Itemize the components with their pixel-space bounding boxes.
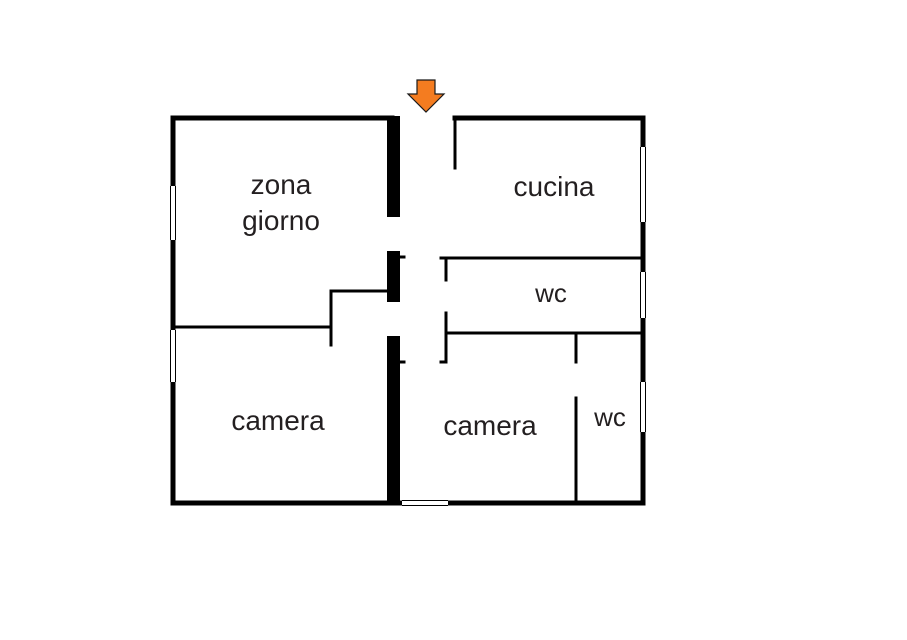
thick-wall-middle [387,251,400,302]
room-label-camera-2: camera [443,410,537,441]
room-label-cucina: cucina [514,171,595,202]
central-walls [387,116,406,505]
room-label-wc-1: wc [534,278,567,308]
room-label-camera-1: camera [231,405,325,436]
window-left-upper [170,186,177,240]
interior-walls [171,116,645,505]
windows [170,147,647,507]
thick-wall-top [387,116,400,217]
window-left-lower [170,330,177,382]
thick-wall-bottom [387,336,400,505]
room-label-zona-giorno-line-2: giorno [242,205,320,236]
window-right-wc-1 [640,272,647,318]
room-label-wc-2: wc [593,402,626,432]
window-right-wc-2 [640,382,647,432]
window-bottom [402,500,448,507]
entrance-arrow-icon [406,79,446,113]
room-label-zona-giorno-line-1: zona [251,169,312,200]
window-right-cucina [640,147,647,222]
room-labels: zona giorno cucina wc camera camera wc [231,169,626,441]
